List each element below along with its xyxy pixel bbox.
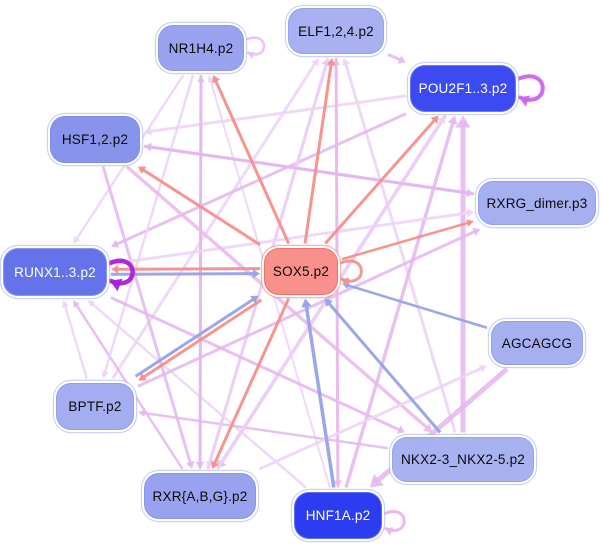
arrowhead-runx1-sox5 <box>252 269 261 279</box>
edge-sox5-hsf <box>140 167 261 246</box>
arrowhead-hnf1a-sox5 <box>301 298 312 308</box>
node-label: AGCAGCG <box>501 335 573 351</box>
node-sox5-p2[interactable]: SOX5.p2 <box>264 247 338 295</box>
node-nr1h4-p2[interactable]: NR1H4.p2 <box>158 25 244 71</box>
arrowhead-nkx2-bptf <box>138 409 146 417</box>
edge-sox5-elf <box>303 61 333 244</box>
edge-rxr-pou2f1 <box>216 118 445 470</box>
edge-nr1h4-bptf <box>103 74 195 376</box>
self-loop-arrowhead-runx1 <box>110 278 123 292</box>
self-loop-arrowhead-sox5 <box>341 277 350 286</box>
node-hnf1a-p2[interactable]: HNF1A.p2 <box>294 491 382 539</box>
arrowhead-bptf-runx1 <box>61 300 69 308</box>
node-rxr-a-b-g-p2[interactable]: RXR{A,B,G}.p2 <box>144 473 256 519</box>
arrowhead-sox5-rxr <box>210 460 220 469</box>
arrowhead-elf-hnf1a <box>333 480 343 488</box>
node-label: BPTF.p2 <box>68 398 122 414</box>
arrowhead-sox5-elf <box>326 58 336 66</box>
edge-hsf-rxr <box>101 166 193 466</box>
node-label: SOX5.p2 <box>272 263 330 279</box>
arrowhead-nkx2-sox5 <box>324 298 333 307</box>
edge-agcagcg-sox5 <box>345 283 488 329</box>
arrowhead-hsf-rxrg <box>466 188 474 198</box>
arrowhead-runx1-nkx2 <box>396 425 406 434</box>
arrowhead-hnf1a-pou2f1 <box>447 115 458 126</box>
edge-sox5-runx1 <box>114 267 260 271</box>
edge-runx1-sox5 <box>111 272 257 276</box>
self-loop-nr1h4 <box>245 36 266 56</box>
edge-runx1-rxrg <box>110 211 471 266</box>
node-pou2f1-3-p2[interactable]: POU2F1..3.p2 <box>410 64 516 112</box>
arrowhead-sox5-runx1 <box>110 264 119 274</box>
edge-pou2f1-hsf <box>147 94 407 134</box>
node-label: ELF1,2,4.p2 <box>298 23 374 39</box>
arrowhead-sox5-rxrg <box>466 219 474 227</box>
arrowhead-rxr-runx1 <box>73 300 81 308</box>
arrowhead-pou2f1-runx1 <box>111 239 120 248</box>
self-loop-pou2f1 <box>517 74 545 102</box>
self-loop-arrowhead-hnf1a <box>385 527 394 536</box>
node-rxrg-dimer-p3[interactable]: RXRG_dimer.p3 <box>478 181 596 225</box>
edge-sox5-bptf <box>140 298 263 380</box>
node-nkx2-3-nkx2-5-p2[interactable]: NKX2-3_NKX2-5.p2 <box>392 436 534 482</box>
edge-hsf-rxrg <box>143 144 471 195</box>
arrowhead-sox5-pou2f1 <box>430 115 439 124</box>
node-label: NKX2-3_NKX2-5.p2 <box>400 451 525 467</box>
edge-sox5-rxrg <box>341 221 471 261</box>
self-loop-arrowhead-pou2f1 <box>519 95 531 107</box>
arrowhead-bptf-elf <box>310 58 319 67</box>
arrowhead-runx1-rxrg <box>466 208 474 218</box>
node-label: POU2F1..3.p2 <box>418 80 508 96</box>
arrowhead-nr1h4-bptf <box>101 370 109 379</box>
self-loop-arrowhead-nr1h4 <box>247 51 255 59</box>
self-loop-hnf1a <box>383 510 406 532</box>
arrowhead-sox5-hsf <box>137 166 147 175</box>
arrowhead-nkx2-pou2f1 <box>455 115 471 128</box>
edge-runx1-nkx2 <box>110 296 403 433</box>
node-label: HSF1,2.p2 <box>61 131 129 147</box>
edge-hnf1a-runx1 <box>89 301 307 489</box>
edge-sox5-nr1h4 <box>213 77 291 245</box>
node-label: RUNX1..3.p2 <box>14 264 96 280</box>
arrowhead-sox5-nr1h4 <box>211 75 221 84</box>
arrowhead-bptf-sox5 <box>250 295 259 304</box>
arrowhead-rxr-pou2f1 <box>437 115 446 124</box>
edge-hnf1a-sox5 <box>304 302 336 488</box>
self-loop-sox5 <box>339 259 363 283</box>
node-label: RXR{A,B,G}.p2 <box>152 488 248 504</box>
edge-hnf1a-pou2f1 <box>344 119 456 488</box>
node-label: RXRG_dimer.p3 <box>486 195 588 211</box>
arrowhead-elf-pou2f1 <box>397 55 406 64</box>
arrowhead-bptf-rxrg <box>471 227 481 237</box>
arrowhead-hsf-nkx2 <box>422 423 433 433</box>
arrowhead-hnf1a-runx1 <box>87 300 96 308</box>
node-label: NR1H4.p2 <box>168 40 234 56</box>
edge-sox5-rxr <box>212 297 291 467</box>
node-runx1-3-p2[interactable]: RUNX1..3.p2 <box>3 248 107 296</box>
node-hsf1-2-p2[interactable]: HSF1,2.p2 <box>50 115 140 163</box>
edge-nkx2-bptf <box>141 411 389 450</box>
edge-rxr-agcagcg <box>258 365 485 471</box>
node-agcagcg[interactable]: AGCAGCG <box>491 321 583 365</box>
edge-sox5-pou2f1 <box>324 117 438 245</box>
node-elf1-2-4-p2[interactable]: ELF1,2,4.p2 <box>288 8 384 54</box>
node-bptf-p2[interactable]: BPTF.p2 <box>56 382 134 430</box>
node-label: HNF1A.p2 <box>305 507 371 523</box>
arrowhead-sox5-bptf <box>138 372 147 381</box>
arrowhead-nkx2-elf <box>341 58 351 67</box>
edge-bptf-sox5 <box>134 296 257 378</box>
edge-nkx2-elf <box>343 61 457 433</box>
arrowhead-nr1h4-runx1 <box>73 236 81 244</box>
arrowhead-nr1h4-rxr <box>195 461 205 469</box>
arrowhead-hsf-rxr <box>185 460 195 469</box>
edge-hsf-nkx2 <box>125 165 431 431</box>
arrowhead-agcagcg-hnf1a <box>369 473 384 488</box>
edge-nkx2-sox5 <box>326 300 442 434</box>
arrowhead-rxr-agcagcg <box>478 364 487 373</box>
edge-bptf-runx1 <box>63 303 88 379</box>
